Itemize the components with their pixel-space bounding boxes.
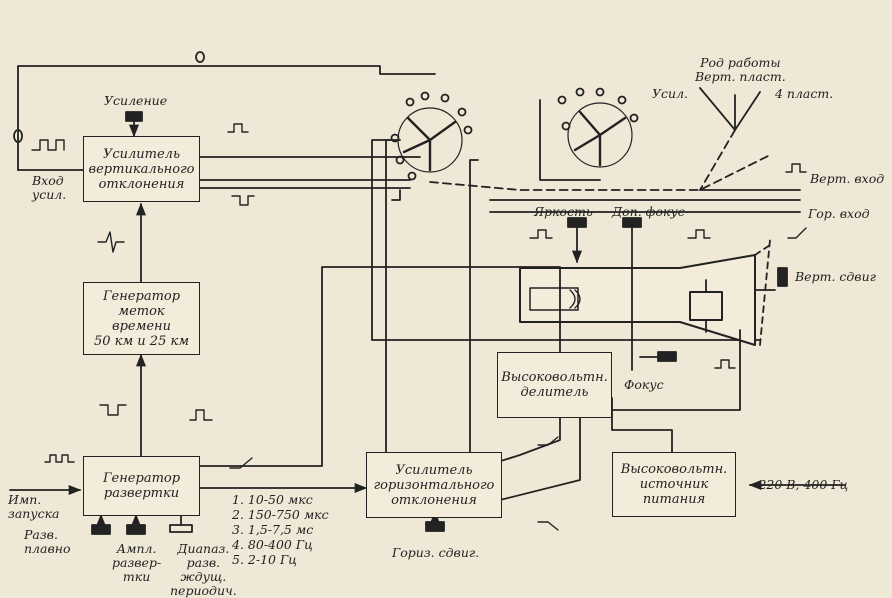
hv-divider-line-1: Высоковольтн. — [501, 370, 608, 385]
sweep-amp-knob-icon[interactable] — [126, 524, 146, 535]
time-marker-line-3: времени — [112, 318, 171, 334]
hv-supply-line-1: Высоковольтн. — [620, 462, 728, 477]
mode-switch-2-icon[interactable] — [557, 87, 639, 168]
time-marker-generator-block: Генератор меток времени 50 км и 25 км — [83, 282, 200, 355]
power-label: ~220 В, 400 Гц — [748, 477, 849, 492]
sweep-gen-line-1: Генератор — [102, 471, 181, 486]
brightness-label: Яркость — [534, 204, 593, 219]
sweep-gen-line-2: развертки — [103, 486, 180, 501]
hv-supply-line-2: источник — [639, 477, 709, 492]
sweep-smooth-label: Разв. плавно — [24, 528, 71, 556]
mode-amp-label: Усил. — [652, 86, 689, 101]
vert-amp-line-3: отклонения — [98, 176, 185, 192]
mode-switch-1-icon[interactable] — [390, 91, 473, 181]
sweep-smooth-line-1: Разв. — [24, 527, 58, 542]
sweep-amp-line-3: тки — [122, 569, 151, 584]
trigger-line-1: Имп. — [8, 492, 42, 507]
sweep-range-line-3: ждущ. — [180, 569, 227, 584]
gain-label: Усиление — [104, 93, 168, 108]
sweep-smooth-line-2: плавно — [24, 541, 71, 556]
time-marker-line-2: меток — [118, 303, 165, 319]
horiz-amp-line-1: Усилитель — [395, 462, 473, 478]
horiz-amp-line-2: горизонтального — [373, 477, 495, 493]
sweep-amp-line-1: Ампл. — [116, 541, 157, 556]
trigger-line-2: запуска — [8, 506, 60, 521]
vert-shift-label: Верт. сдвиг — [795, 269, 876, 284]
sweep-range-item: 4. 80-400 Гц — [232, 537, 313, 552]
sweep-range-line-1: Диапаз. — [177, 541, 230, 556]
sweep-generator-block: Генератор развертки — [83, 456, 200, 516]
sweep-amp-line-2: развер- — [112, 555, 162, 570]
mode-title-line-2: Верт. пласт. — [695, 69, 786, 84]
time-marker-line-1: Генератор — [102, 288, 181, 304]
gain-knob-icon[interactable] — [125, 111, 143, 122]
horizontal-amplifier-block: Усилитель горизонтального отклонения — [366, 452, 502, 518]
hv-divider-block: Высоковольтн. делитель — [497, 352, 612, 418]
mode-title-label: Род работы Верт. пласт. — [695, 56, 786, 84]
vert-amp-line-2: вертикального — [88, 161, 195, 177]
amp-input-line-1: Вход — [32, 173, 64, 188]
mode-title-line-1: Род работы — [700, 55, 781, 70]
horiz-input-label: Гор. вход — [808, 206, 870, 221]
sweep-range-item: 2. 150-750 мкс — [232, 507, 329, 522]
range-switch-icon[interactable] — [169, 524, 193, 533]
vert-shift-knob-icon[interactable] — [777, 267, 788, 287]
hv-supply-line-3: питания — [642, 492, 706, 507]
aux-focus-knob-icon[interactable] — [622, 217, 642, 228]
amp-input-label: Вход усил. — [32, 174, 66, 202]
focus-knob-icon[interactable] — [657, 351, 677, 362]
sweep-range-item: 5. 2-10 Гц — [232, 552, 297, 567]
sweep-range-line-4: периодич. — [170, 583, 237, 598]
vertical-amplifier-block: Усилитель вертикального отклонения — [83, 136, 200, 202]
brightness-knob-icon[interactable] — [567, 217, 587, 228]
sweep-smooth-knob-icon[interactable] — [91, 524, 111, 535]
aux-focus-label: Доп. фокус — [612, 204, 685, 219]
hv-supply-block: Высоковольтн. источник питания — [612, 452, 736, 517]
mode-4plates-label: 4 пласт. — [775, 86, 834, 101]
horiz-shift-label: Гориз. сдвиг. — [392, 545, 480, 560]
sweep-range-line-2: разв. — [186, 555, 221, 570]
trigger-pulses-label: Имп. запуска — [8, 493, 60, 521]
sweep-range-item: 1. 10-50 мкс — [232, 492, 313, 507]
horiz-amp-line-3: отклонения — [391, 492, 477, 508]
sweep-range-label: Диапаз. разв. ждущ. периодич. — [170, 542, 237, 598]
amp-input-line-2: усил. — [32, 187, 67, 202]
time-marker-line-4: 50 км и 25 км — [93, 333, 190, 349]
focus-label: Фокус — [624, 377, 664, 392]
crt-tube-icon — [519, 254, 756, 346]
vert-amp-line-1: Усилитель — [102, 146, 181, 162]
hv-divider-line-2: делитель — [520, 385, 589, 400]
sweep-amp-label: Ампл. развер- тки — [112, 542, 161, 584]
horiz-shift-knob-icon[interactable] — [425, 521, 445, 532]
sweep-range-list: 1. 10-50 мкс 2. 150-750 мкс 3. 1,5-7,5 м… — [232, 492, 329, 567]
sweep-range-item: 3. 1,5-7,5 мс — [232, 522, 314, 537]
vert-input-label: Верт. вход — [810, 171, 885, 186]
